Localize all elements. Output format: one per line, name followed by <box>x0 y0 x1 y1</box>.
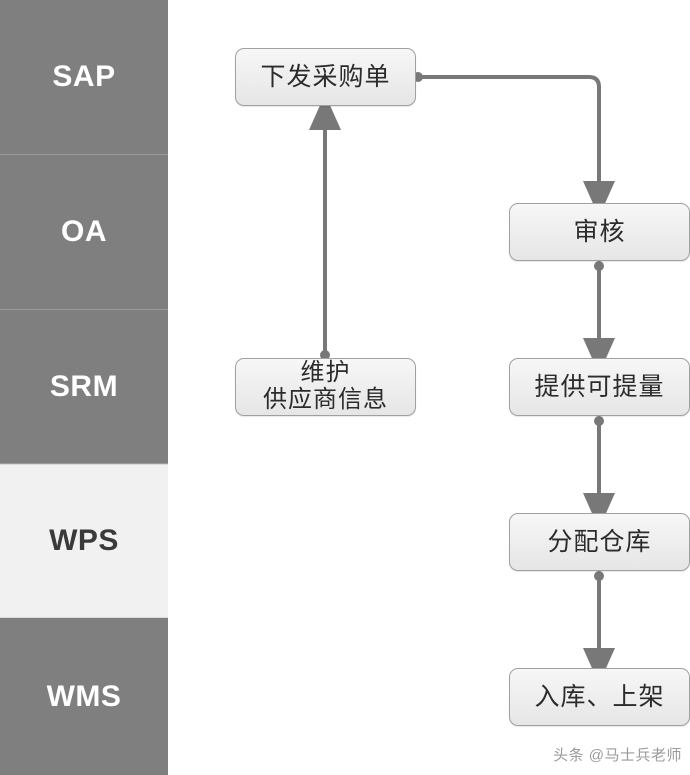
node-issue-po[interactable]: 下发采购单 <box>235 48 416 106</box>
node-label-review: 审核 <box>573 217 626 246</box>
node-provide-quantity[interactable]: 提供可提量 <box>509 358 690 416</box>
node-review[interactable]: 审核 <box>509 203 690 261</box>
flowchart-canvas: 下发采购单 审核 维护 供应商信息 提供可提量 分配仓库 入库、上架 头条 @马… <box>168 0 690 775</box>
node-label-allocate-warehouse: 分配仓库 <box>547 527 652 556</box>
lane-label-wps: WPS <box>49 524 119 557</box>
node-label-maintain-supplier: 维护 供应商信息 <box>263 359 388 413</box>
lane-sap: SAP <box>0 0 168 155</box>
lane-oa: OA <box>0 155 168 310</box>
node-allocate-warehouse[interactable]: 分配仓库 <box>509 513 690 571</box>
lane-label-wms: WMS <box>46 679 122 713</box>
node-maintain-supplier[interactable]: 维护 供应商信息 <box>235 358 416 416</box>
edge-start-dot <box>594 416 604 426</box>
edge-issue-po-to-review <box>413 72 615 217</box>
lane-wps: WPS <box>0 464 168 618</box>
edge-maintain-supplier-to-issue-po <box>309 94 341 360</box>
node-label-inbound-shelving: 入库、上架 <box>534 682 665 711</box>
node-inbound-shelving[interactable]: 入库、上架 <box>509 668 690 726</box>
edge-start-dot <box>594 261 604 271</box>
node-label-issue-po: 下发采购单 <box>260 62 391 91</box>
lane-label-sap: SAP <box>52 60 116 93</box>
lane-label-oa: OA <box>61 215 107 248</box>
edge-review-to-provide-quantity <box>583 261 615 374</box>
swimlane-sidebar: SAP OA SRM WPS WMS <box>0 0 168 775</box>
edge-start-dot <box>594 571 604 581</box>
watermark-text: 头条 @马士兵老师 <box>553 747 682 764</box>
lane-srm: SRM <box>0 310 168 464</box>
lane-wms: WMS <box>0 618 168 775</box>
node-label-provide-quantity: 提供可提量 <box>534 372 665 401</box>
edge-allocate-warehouse-to-inbound-shelving <box>583 571 615 684</box>
lane-label-srm: SRM <box>49 369 119 403</box>
edge-provide-quantity-to-allocate-warehouse <box>583 416 615 529</box>
